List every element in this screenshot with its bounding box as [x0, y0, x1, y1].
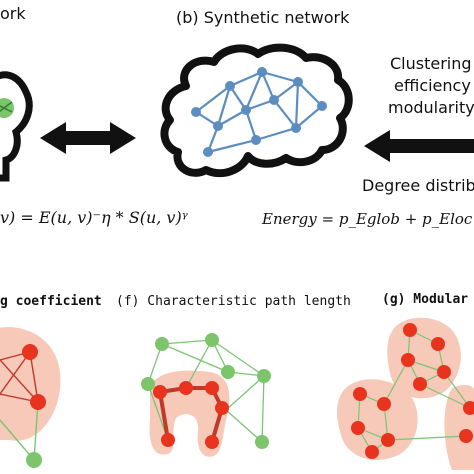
double-arrow-left [40, 122, 136, 154]
network-node [203, 147, 213, 157]
panel-a-brain [0, 71, 33, 182]
green-node [255, 435, 269, 449]
red-node [161, 433, 175, 447]
green-node [155, 337, 169, 351]
red-node [377, 397, 391, 411]
network-node [269, 95, 279, 105]
red-node [381, 433, 395, 447]
synthetic-brain [160, 43, 353, 178]
red-node [179, 381, 193, 395]
red-node [401, 353, 415, 367]
network-node [251, 135, 261, 145]
panel-b-title: (b) Synthetic network [176, 8, 350, 27]
red-node [431, 337, 445, 351]
red-node [463, 401, 474, 415]
clustering-label: Clustering [390, 54, 472, 73]
efficiency-label: efficiency [394, 76, 471, 95]
red-node [365, 445, 379, 459]
network-node [291, 123, 301, 133]
red-node [459, 429, 473, 443]
green-node [26, 452, 42, 468]
red-node [215, 401, 229, 415]
red-node [353, 387, 367, 401]
wiring-equation: v) = E(u, v)⁻η * S(u, v)ᵞ [0, 208, 188, 227]
panel-g-title: (g) Modular [382, 292, 469, 307]
panel-g-graph [337, 317, 474, 470]
synthetic-network-nodes [191, 67, 327, 157]
modularity-label: modularity [388, 98, 474, 117]
red-node [205, 435, 219, 449]
network-node [241, 105, 251, 115]
panel-e-graph [0, 327, 61, 468]
panel-e-title: g coefficient [0, 294, 102, 309]
green-node [205, 333, 219, 347]
degree-distribution-label: Degree distribu [362, 176, 474, 195]
double-arrow-right [364, 130, 474, 162]
panel-f-graph [141, 333, 271, 457]
red-node [30, 394, 46, 410]
network-node [213, 121, 223, 131]
network-node [257, 67, 267, 77]
green-node [257, 369, 271, 383]
panel-f-title: (f) Characteristic path length [116, 294, 351, 309]
panel-a-green-blob [0, 98, 14, 118]
red-node [413, 377, 427, 391]
network-node [317, 101, 327, 111]
energy-equation: Energy = p_Eglob + p_Eloc [262, 210, 473, 228]
network-node [293, 77, 303, 87]
red-node [205, 381, 219, 395]
red-node [153, 385, 167, 399]
red-node [351, 421, 365, 435]
green-node [141, 377, 155, 391]
red-node [22, 344, 38, 360]
panel-a-title: ork [0, 4, 26, 23]
green-node [221, 365, 235, 379]
network-node [225, 81, 235, 91]
red-node [403, 323, 417, 337]
network-node [191, 107, 201, 117]
red-node [437, 365, 451, 379]
